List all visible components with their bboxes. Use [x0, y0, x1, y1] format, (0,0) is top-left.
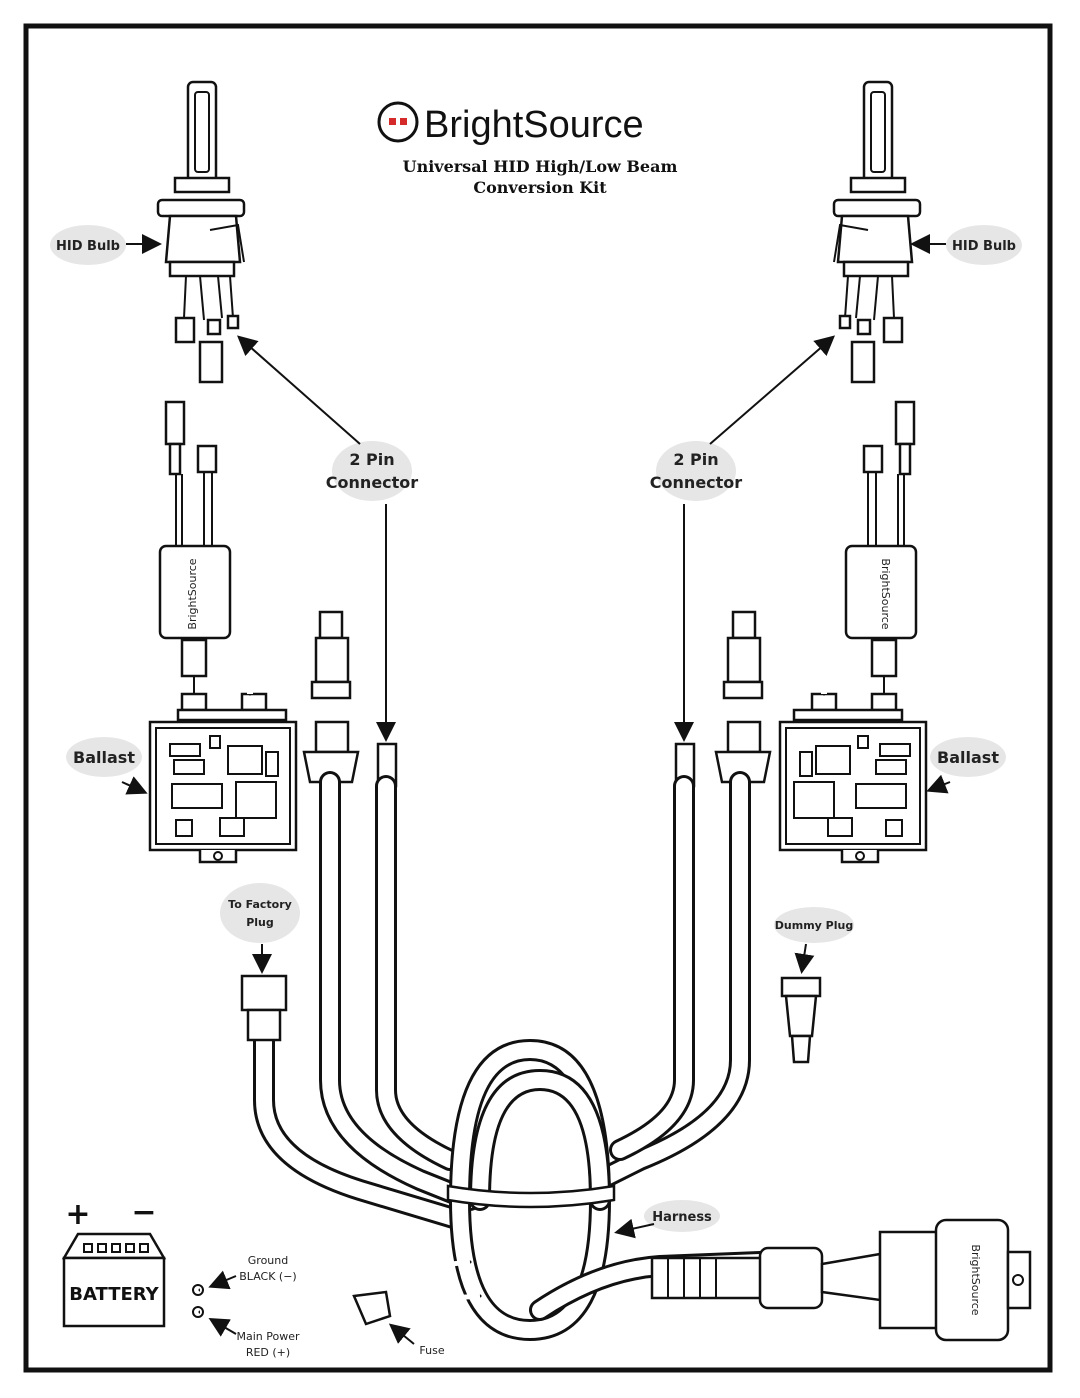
igniter-left-brand: BrightSource — [186, 558, 199, 629]
svg-text:2 Pin: 2 Pin — [673, 450, 718, 469]
svg-text:HID Bulb: HID Bulb — [952, 239, 1016, 254]
svg-text:Ballast: Ballast — [937, 748, 999, 767]
battery-minus: − — [131, 1195, 156, 1230]
harness-connector-right — [674, 720, 772, 788]
dummy-plug — [780, 976, 822, 1064]
svg-text:HID Bulb: HID Bulb — [56, 239, 120, 254]
ballast-right-output-loop — [722, 482, 827, 700]
svg-text:Harness: Harness — [652, 1210, 712, 1225]
hid-bulb-right-label: HID Bulb — [910, 225, 1022, 265]
svg-text:To Factory: To Factory — [228, 898, 292, 911]
igniter-right-brand: BrightSource — [879, 558, 892, 629]
dummy-plug-label: Dummy Plug — [774, 907, 854, 974]
ground-label: Ground BLACK (−) — [208, 1254, 297, 1290]
brand-logo: BrightSource — [377, 101, 644, 146]
hid-bulb-right — [832, 80, 922, 384]
pin-connector-left-label: 2 Pin Connector — [237, 335, 418, 742]
svg-text:Ground: Ground — [248, 1254, 288, 1267]
fuse-label: Fuse — [388, 1323, 445, 1357]
title-line1: Universal HID High/Low Beam — [403, 157, 678, 176]
hid-bulb-left — [156, 80, 246, 384]
svg-text:Dummy Plug: Dummy Plug — [775, 919, 853, 932]
battery-plus: + — [65, 1197, 90, 1232]
ballast-left — [148, 692, 298, 864]
battery-label: BATTERY — [69, 1284, 159, 1305]
factory-plug — [240, 974, 288, 1042]
svg-text:2 Pin: 2 Pin — [349, 450, 394, 469]
harness-wires — [192, 771, 771, 1341]
svg-text:Ballast: Ballast — [73, 748, 135, 767]
igniter-right: BrightSource — [844, 400, 918, 696]
page-frame — [23, 23, 1053, 1373]
svg-text:Plug: Plug — [246, 916, 274, 929]
power-label: Main Power RED (+) — [208, 1317, 300, 1359]
harness-label: Harness — [614, 1200, 720, 1239]
svg-text:BLACK (−): BLACK (−) — [239, 1270, 296, 1283]
harness-connector-left — [302, 720, 398, 788]
ballast-left-output-loop — [247, 476, 352, 700]
svg-text:Fuse: Fuse — [419, 1344, 444, 1357]
fuse — [352, 1290, 392, 1326]
svg-text:Connector: Connector — [326, 473, 418, 492]
factory-plug-label: To Factory Plug — [220, 883, 300, 974]
ballast-right — [778, 692, 928, 864]
relay-brand: BrightSource — [969, 1244, 982, 1315]
ballast-left-label: Ballast — [66, 737, 148, 795]
svg-text:RED (+): RED (+) — [246, 1346, 290, 1359]
hid-bulb-left-label: HID Bulb — [50, 225, 162, 265]
brand-name: BrightSource — [424, 104, 644, 146]
ballast-right-label: Ballast — [926, 737, 1006, 794]
relay-module: BrightSource — [650, 1218, 1032, 1342]
title-line2: Conversion Kit — [473, 178, 607, 197]
pin-connector-right-label: 2 Pin Connector — [650, 335, 836, 742]
igniter-left: BrightSource — [158, 400, 232, 696]
battery: + − BATTERY — [61, 1195, 167, 1328]
svg-text:Main Power: Main Power — [236, 1330, 299, 1343]
svg-text:Connector: Connector — [650, 473, 742, 492]
